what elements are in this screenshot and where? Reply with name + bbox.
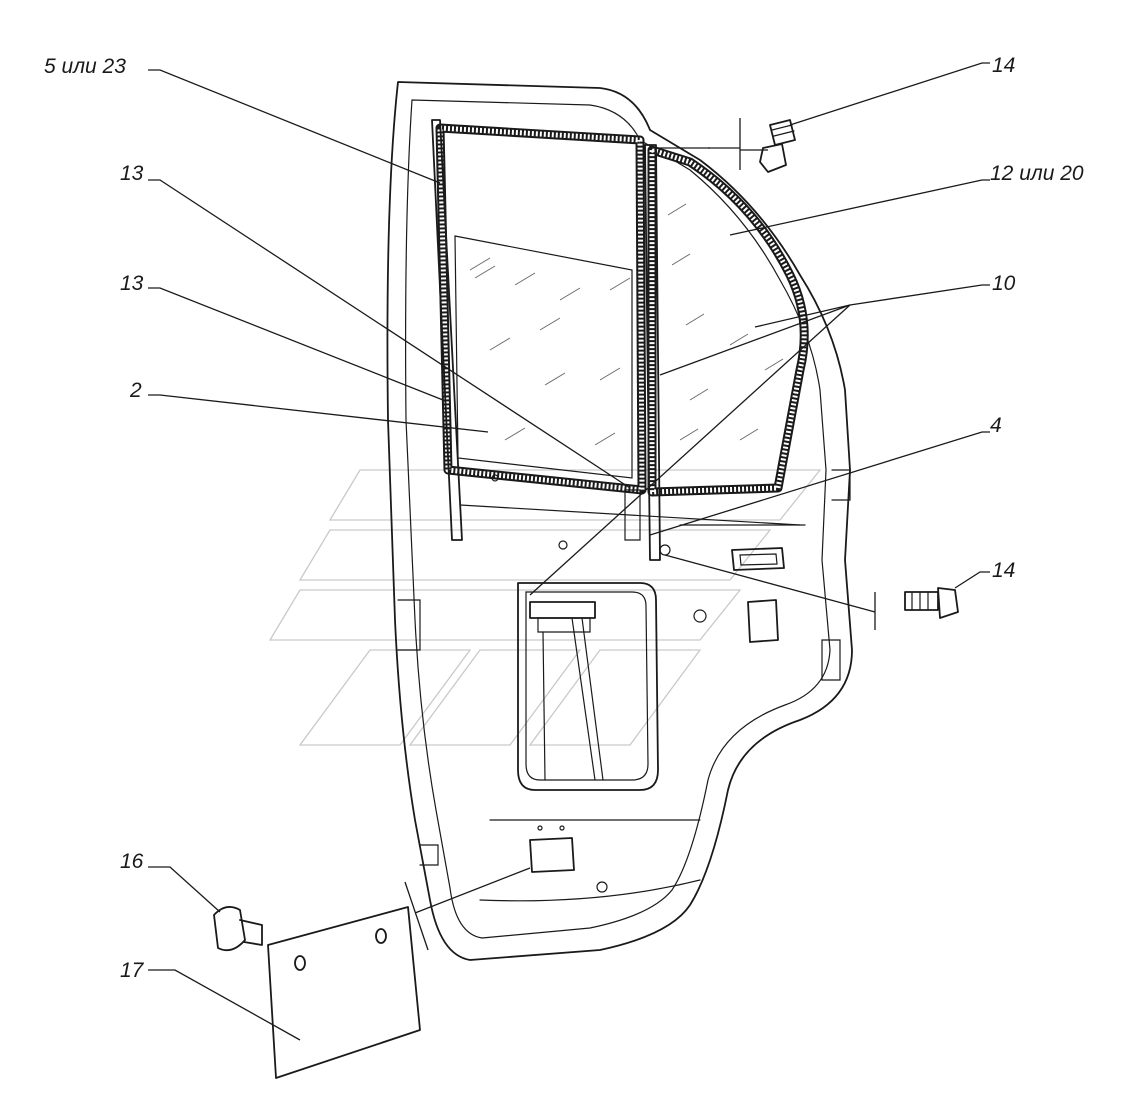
drop-glass — [454, 235, 633, 479]
vent-glass — [667, 203, 784, 441]
plug — [213, 906, 263, 952]
window-seal-main — [435, 123, 647, 495]
watermark-logo — [268, 469, 822, 746]
door-handle-recess — [529, 547, 785, 893]
access-opening — [517, 582, 659, 791]
label-channel-upper: 13 — [120, 162, 144, 185]
label-window-seal: 5 или 23 — [44, 55, 126, 78]
callout-labels: 5 или 23 14 12 или 20 13 13 10 2 4 14 16… — [44, 54, 1084, 982]
label-channel-lower: 13 — [120, 272, 144, 295]
trim-panel — [267, 906, 421, 1079]
door-outer-outline — [386, 81, 853, 961]
label-glass-guide: 10 — [992, 272, 1016, 295]
bolt-side — [904, 587, 959, 619]
door-body — [386, 81, 853, 961]
label-plug: 16 — [120, 850, 144, 873]
bolt-top — [759, 119, 796, 173]
glass-channels — [431, 119, 806, 561]
vent-window-seal — [647, 145, 809, 497]
label-bolt-top: 14 — [992, 54, 1015, 77]
label-drop-glass: 2 — [129, 379, 142, 402]
label-vent-seal: 12 или 20 — [990, 162, 1084, 185]
leader-lines — [148, 62, 990, 1041]
label-bracket: 4 — [990, 414, 1002, 437]
label-bolt-side: 14 — [992, 559, 1015, 582]
label-panel: 17 — [120, 959, 145, 982]
